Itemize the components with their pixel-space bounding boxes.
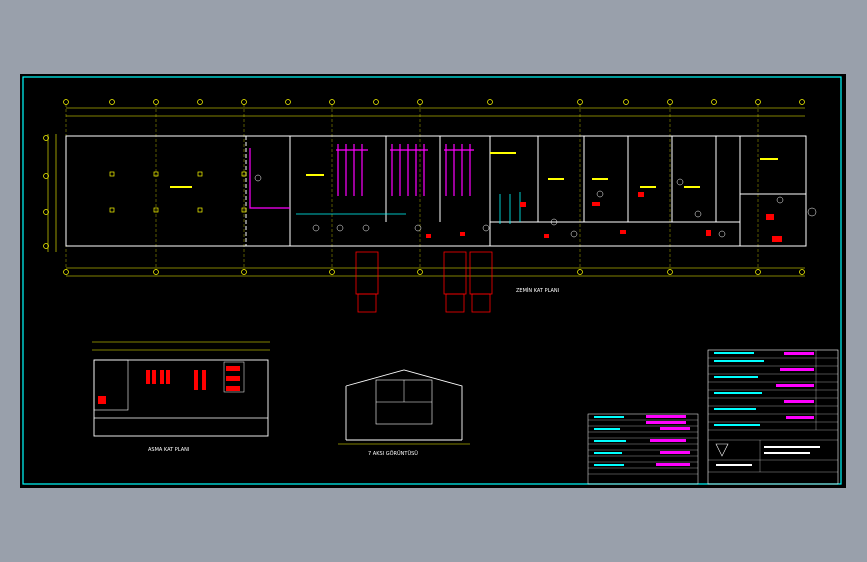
room-labels bbox=[170, 152, 778, 188]
drawing-sheet: ZEMİN KAT PLANI ASMA KAT PLANI 7 AKSI GÖ… bbox=[20, 74, 846, 488]
ground-floor-plan: ZEMİN KAT PLANI bbox=[43, 99, 817, 313]
hvac-ducts bbox=[249, 144, 474, 209]
section-title: 7 AKSI GÖRÜNTÜSÜ bbox=[368, 450, 418, 457]
sheet-frame bbox=[22, 76, 842, 485]
dimension-lines bbox=[47, 107, 805, 277]
mezzanine-title: ASMA KAT PLANI bbox=[148, 447, 189, 453]
fixture-symbols bbox=[254, 174, 817, 238]
columns bbox=[109, 171, 247, 213]
mezzanine-plan: ASMA KAT PLANI bbox=[92, 341, 270, 453]
drainage bbox=[296, 192, 521, 224]
title-block bbox=[707, 349, 839, 485]
section-view: 7 AKSI GÖRÜNTÜSÜ bbox=[338, 369, 470, 457]
mezz-equipment bbox=[98, 366, 240, 404]
legend-table bbox=[587, 413, 699, 485]
firm-logo bbox=[715, 443, 729, 457]
walls bbox=[65, 135, 807, 247]
trucks bbox=[355, 251, 493, 313]
ground-floor-title: ZEMİN KAT PLANI bbox=[516, 287, 559, 294]
grid-lines bbox=[65, 104, 759, 270]
equipment-markers bbox=[426, 192, 782, 242]
